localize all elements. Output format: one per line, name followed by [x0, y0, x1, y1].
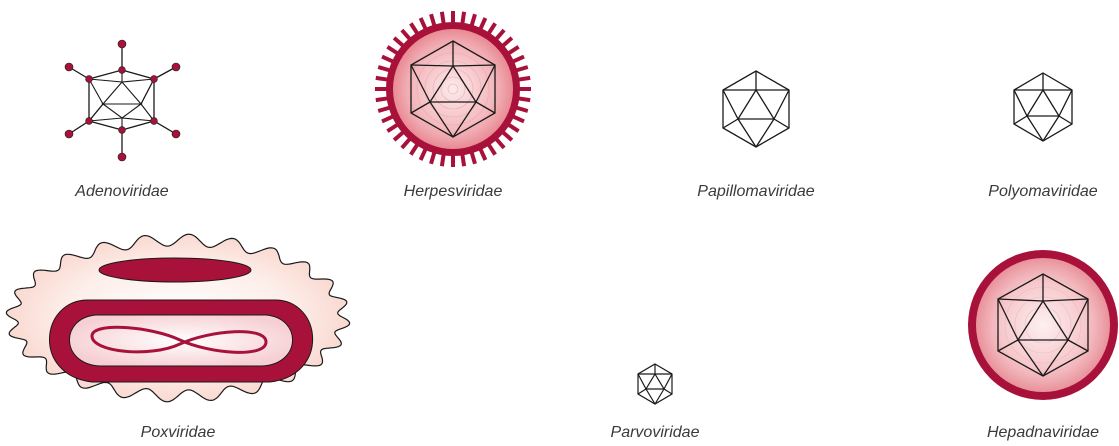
herpesviridae-virion — [375, 11, 531, 167]
family-label-herpesviridae: Herpesviridae — [404, 183, 503, 201]
family-label-hepadnaviridae: Hepadnaviridae — [987, 424, 1099, 442]
family-label-poxviridae: Poxviridae — [141, 424, 216, 442]
poxvirus-lateral-body-top — [99, 258, 251, 282]
polyomaviridae-capsid — [1014, 73, 1072, 141]
papillomaviridae-capsid — [723, 71, 789, 147]
family-label-polyomaviridae: Polyomaviridae — [988, 183, 1097, 201]
parvoviridae-capsid — [638, 364, 672, 404]
family-label-parvoviridae: Parvoviridae — [611, 424, 700, 442]
adenoviridae-virion — [65, 40, 180, 161]
family-label-adenoviridae: Adenoviridae — [75, 183, 168, 201]
family-label-papillomaviridae: Papillomaviridae — [697, 183, 814, 201]
hepadnaviridae-virion — [968, 250, 1118, 400]
poxviridae-virion — [6, 234, 349, 402]
